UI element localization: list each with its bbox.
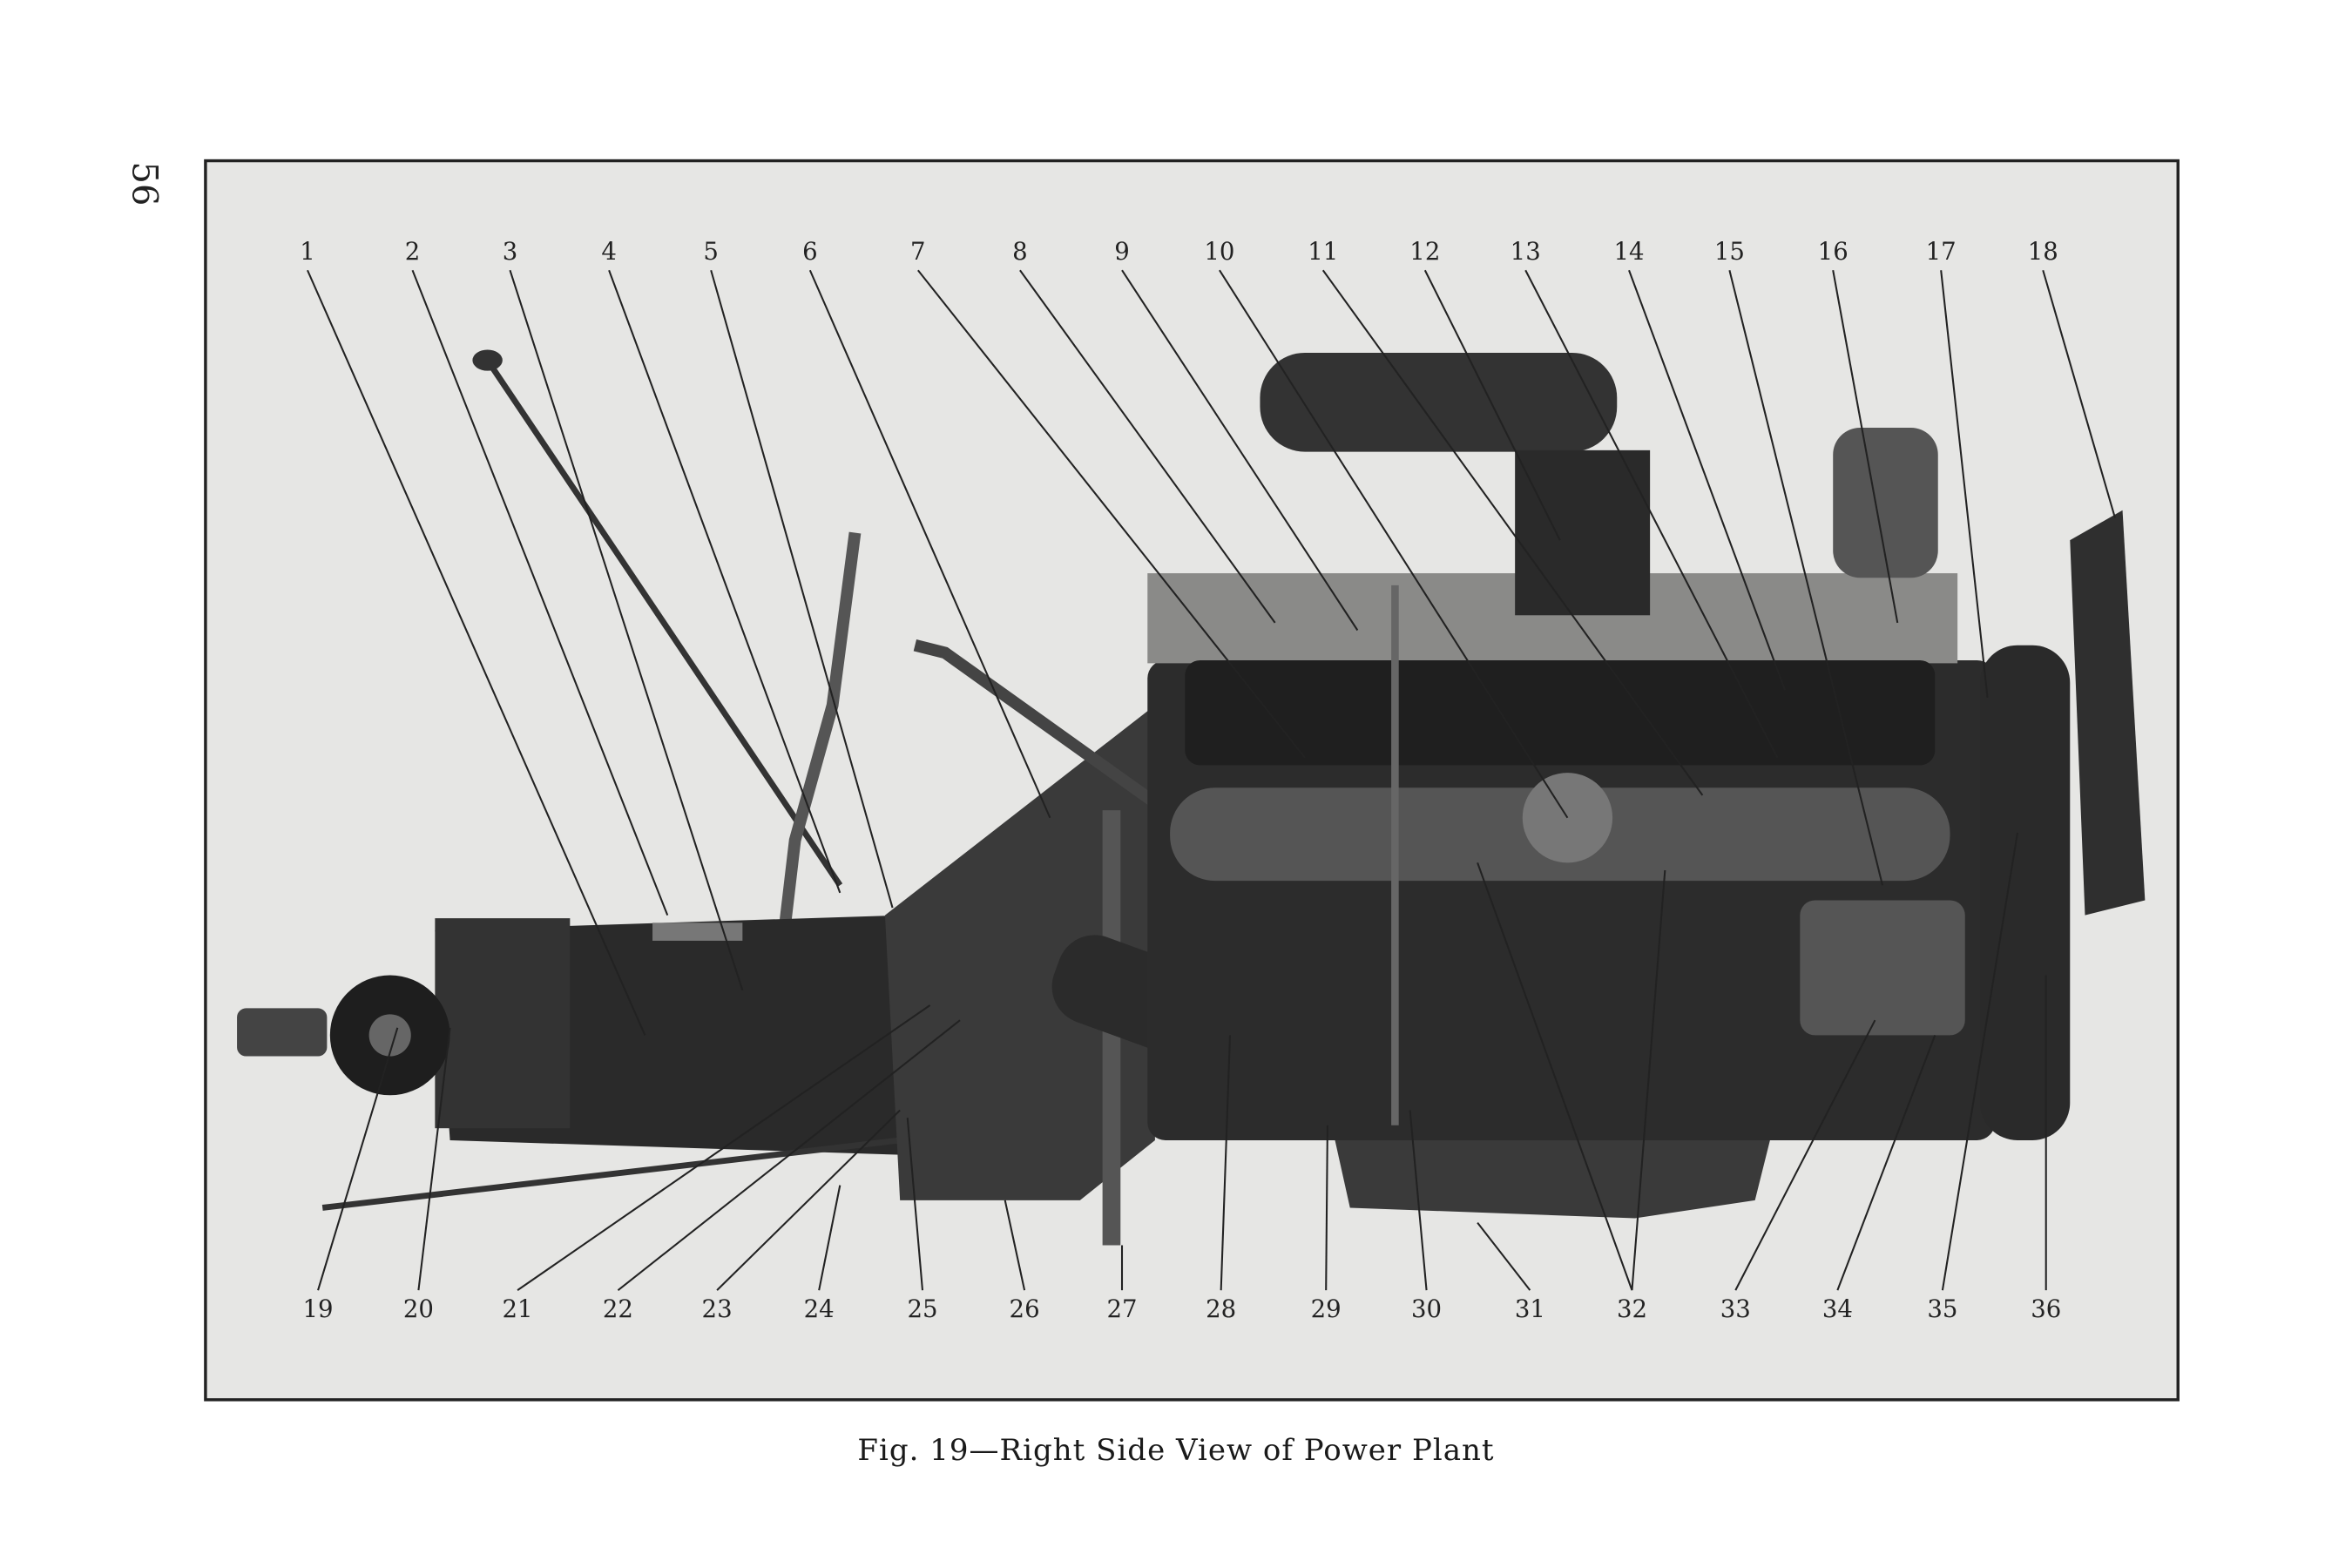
callout-label: 12	[1409, 238, 1440, 266]
leader-line	[617, 1019, 961, 1291]
figure-caption: Fig. 19—Right Side View of Power Plant	[857, 1433, 1495, 1468]
callout-label: 5	[703, 238, 719, 266]
leader-line	[411, 269, 669, 916]
leader-line	[716, 1109, 901, 1291]
leader-line	[1220, 1035, 1232, 1291]
callout-label: 15	[1714, 238, 1745, 266]
callout-label: 2	[405, 238, 421, 266]
engine-drawing	[237, 349, 2146, 1246]
leader-line	[1832, 270, 1899, 624]
callout-label: 26	[1010, 1295, 1040, 1323]
callout-label: 11	[1308, 238, 1338, 266]
leader-line	[517, 1004, 931, 1292]
leader-line	[818, 1185, 841, 1291]
callout-label: 17	[1926, 238, 1957, 266]
callout-label: 1	[300, 238, 315, 266]
leader-line	[1477, 862, 1633, 1291]
leader-line	[1524, 269, 1779, 759]
callout-label: 4	[601, 238, 617, 266]
leader-line	[307, 269, 646, 1036]
leader-line	[710, 269, 894, 909]
leader-line	[1321, 269, 1704, 796]
leader-line	[1728, 269, 1884, 886]
callout-label: 9	[1114, 238, 1130, 266]
callout-label: 14	[1613, 238, 1644, 266]
leader-line	[1325, 1125, 1328, 1291]
leader-line	[1019, 269, 1276, 624]
leader-line	[1121, 269, 1359, 632]
callout-label: 31	[1515, 1295, 1545, 1323]
leader-line	[1941, 832, 2019, 1291]
leader-line	[417, 1027, 451, 1291]
callout-label: 16	[1818, 238, 1848, 266]
callout-label: 13	[1511, 238, 1541, 266]
callout-label: 29	[1311, 1295, 1342, 1323]
leader-line	[1734, 1019, 1876, 1291]
callout-label: 32	[1617, 1295, 1647, 1323]
leader-line	[1423, 269, 1561, 541]
leader-lines	[307, 269, 2116, 1292]
callout-label: 18	[2028, 238, 2058, 266]
leader-line	[1836, 1035, 1936, 1291]
leader-line	[1409, 1110, 1428, 1291]
callout-label: 22	[603, 1295, 633, 1323]
leader-line	[1940, 270, 1989, 699]
callout-label: 8	[1012, 238, 1028, 266]
leader-line	[2042, 269, 2116, 518]
leader-line	[1219, 269, 1569, 819]
leader-line	[808, 269, 1051, 819]
callout-label: 7	[910, 238, 926, 266]
callout-label: 21	[503, 1295, 533, 1323]
leader-line	[1004, 1200, 1026, 1291]
callout-label: 23	[702, 1295, 733, 1323]
callout-label: 19	[303, 1295, 334, 1323]
leader-line	[1477, 1222, 1531, 1291]
callout-label: 30	[1411, 1295, 1442, 1323]
callout-label: 10	[1204, 238, 1234, 266]
callout-label: 20	[403, 1295, 434, 1323]
callout-label: 35	[1927, 1295, 1957, 1323]
callout-label: 3	[503, 238, 518, 266]
leader-line	[1631, 869, 1666, 1291]
callout-label: 36	[2031, 1295, 2061, 1323]
callout-label: 28	[1206, 1295, 1236, 1323]
leader-line	[1628, 269, 1787, 691]
callout-label: 27	[1106, 1295, 1137, 1323]
leader-line	[317, 1027, 399, 1291]
callout-label: 34	[1822, 1295, 1853, 1323]
callout-label: 25	[907, 1295, 937, 1323]
callout-label: 6	[802, 238, 818, 266]
leader-line	[608, 269, 841, 894]
leader-line	[509, 269, 744, 991]
callout-label: 24	[804, 1295, 835, 1323]
leader-line	[906, 1118, 924, 1291]
leader-line	[917, 269, 1306, 759]
callout-label: 33	[1720, 1295, 1751, 1323]
